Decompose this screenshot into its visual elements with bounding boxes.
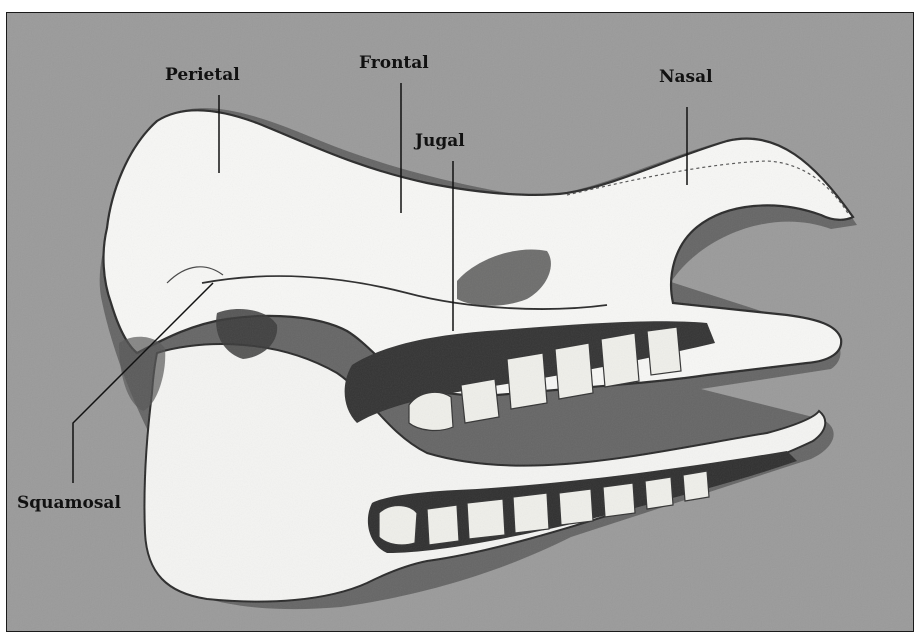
label-squamosal: Squamosal [17, 493, 121, 513]
label-jugal: Jugal [415, 131, 465, 151]
figure-frame: Perietal Frontal Jugal Nasal Squamosal [6, 12, 914, 632]
label-frontal: Frontal [359, 53, 429, 73]
label-perietal: Perietal [165, 65, 240, 85]
print-grain [7, 13, 914, 632]
skull-illustration [7, 13, 914, 632]
label-nasal: Nasal [659, 67, 713, 87]
